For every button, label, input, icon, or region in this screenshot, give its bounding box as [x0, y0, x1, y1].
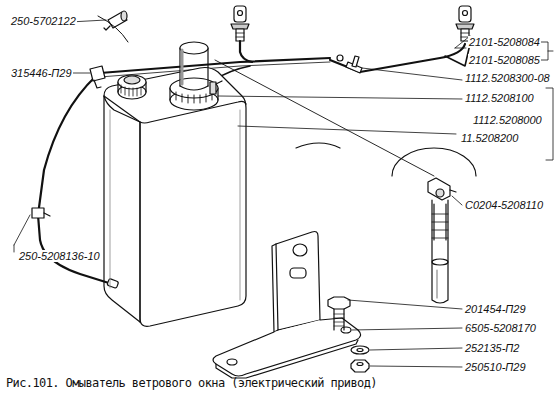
bolt	[328, 297, 350, 330]
part-number: 250-5208136-10	[18, 250, 101, 262]
part-number: 6505-5208170	[464, 322, 537, 334]
part-number: 2101-5208085	[468, 54, 541, 66]
part-number: 11.5208200	[460, 132, 519, 144]
suction-tube	[428, 178, 456, 303]
nozzle	[98, 11, 128, 42]
figure-caption: Рис.101. Омыватель ветрового окна (элект…	[6, 376, 377, 390]
detail-circle	[215, 60, 476, 176]
tee-fittings	[337, 55, 362, 73]
reservoir	[104, 68, 246, 327]
washer	[351, 346, 369, 354]
nozzle-left	[231, 6, 249, 41]
nut	[351, 360, 369, 372]
part-number: 315446-П29	[10, 67, 73, 79]
part-number: 250510-П29	[464, 361, 527, 373]
part-number: С0204-5208110	[464, 199, 544, 211]
hoses	[38, 41, 470, 284]
pump-motor	[170, 42, 222, 110]
leader-lines	[14, 20, 553, 367]
part-number: 1112.5208000	[472, 114, 543, 126]
part-number: 1112.5208100	[464, 92, 535, 104]
part-number: 252135-П2	[464, 342, 520, 354]
part-number: 1112.5208300-08	[464, 72, 551, 84]
mounting-bracket	[213, 232, 361, 379]
part-number: 2101-5208084	[468, 36, 541, 48]
part-number: 250-5702122	[10, 15, 77, 27]
part-number: 201454-П29	[464, 303, 527, 315]
filler-cap	[118, 75, 146, 99]
